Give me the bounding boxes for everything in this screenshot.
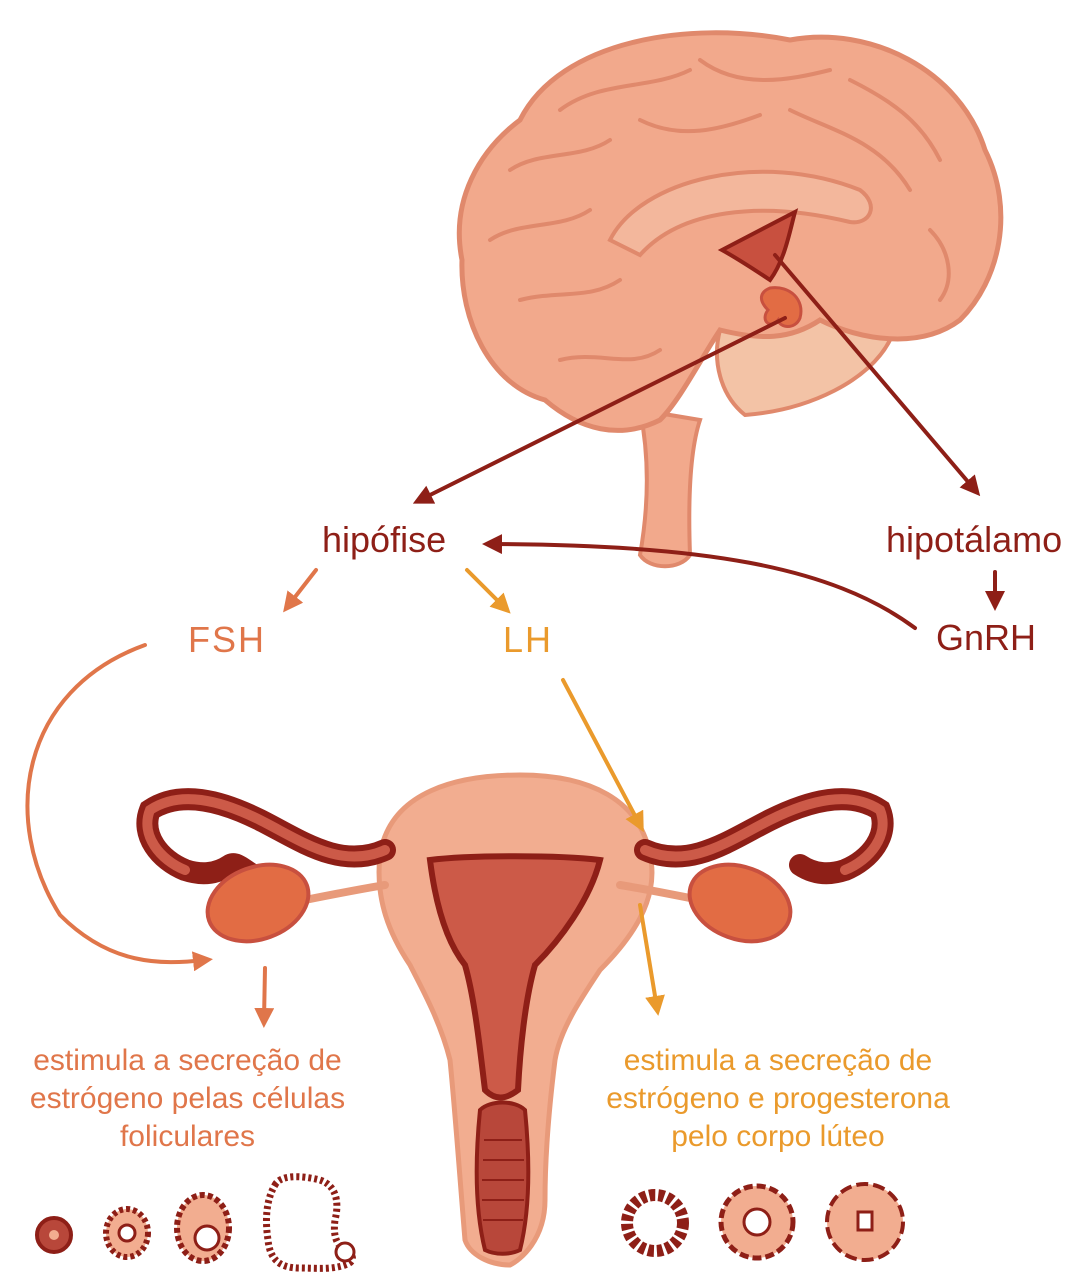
arrow-ovary-left-down bbox=[264, 968, 265, 1020]
lh-label: LH bbox=[503, 622, 553, 658]
hipotalamo-label: hipotálamo bbox=[886, 522, 1062, 558]
brain-stem bbox=[640, 410, 700, 566]
right-ovary bbox=[679, 851, 801, 954]
corpus-luteum-early bbox=[627, 1195, 683, 1251]
cervix bbox=[477, 1103, 529, 1254]
corpus-luteum-stages bbox=[627, 1184, 903, 1260]
fsh-effect-caption: estimula a secreção de estrógeno pelas c… bbox=[0, 1042, 375, 1156]
follicle-stages bbox=[37, 1177, 354, 1269]
hipofise-label: hipófise bbox=[322, 522, 446, 558]
left-ligament bbox=[305, 885, 385, 900]
gnrh-label: GnRH bbox=[936, 620, 1036, 656]
right-tube bbox=[645, 799, 883, 873]
arrow-gnrh-to-hipofise bbox=[490, 544, 915, 628]
fsh-label: FSH bbox=[188, 622, 266, 658]
arrow-ovary-right-down bbox=[640, 905, 657, 1008]
arrow-hipofise-to-fsh bbox=[288, 570, 316, 606]
lh-effect-caption: estimula a secreção de estrógeno e proge… bbox=[578, 1042, 978, 1156]
arrow-hipofise-to-lh bbox=[467, 570, 505, 608]
brain-illustration bbox=[459, 33, 1001, 566]
